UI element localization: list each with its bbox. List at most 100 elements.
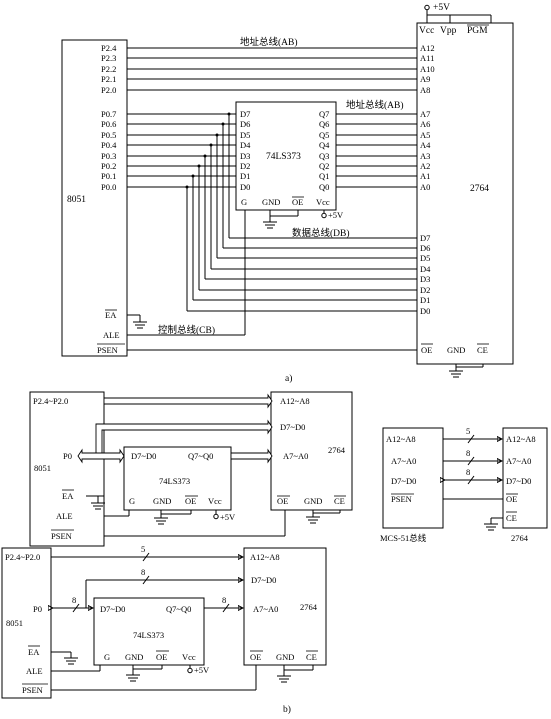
bus-left-d: D7~D0 bbox=[391, 476, 416, 486]
bus-width-d: 8 bbox=[466, 467, 470, 477]
p2-label-3: P2.1 bbox=[101, 74, 116, 84]
chip-74ls373-b2 bbox=[93, 597, 205, 666]
latch-g-a: G bbox=[241, 197, 247, 207]
caption-a: a) bbox=[285, 373, 292, 384]
chip-2764-b1-name: 2764 bbox=[328, 445, 346, 455]
p0-label-5: P0.2 bbox=[101, 161, 116, 171]
a-high-4: A8 bbox=[420, 85, 430, 95]
latch-g-b1: G bbox=[129, 496, 135, 506]
latch-q-2: Q5 bbox=[319, 130, 329, 140]
bus-right-ce: CE bbox=[506, 513, 517, 523]
eprom-ce-b1: CE bbox=[334, 496, 345, 506]
eprom-d-b2: D7~D0 bbox=[251, 575, 276, 585]
pin-ea-a: EA bbox=[105, 310, 117, 320]
p2-label-b2: P2.4~P2.0 bbox=[5, 552, 40, 562]
latch-d-4: D3 bbox=[240, 151, 250, 161]
latch-supply-b1: +5V bbox=[220, 512, 236, 522]
p0-lines bbox=[127, 113, 236, 188]
chip-2764-bus bbox=[502, 427, 548, 529]
p0-label-0: P0.7 bbox=[101, 109, 116, 119]
eprom-alow-b1: A7~A0 bbox=[283, 451, 308, 461]
latch-q-1: Q6 bbox=[319, 119, 329, 129]
bus-left-psen: PSEN bbox=[391, 494, 412, 504]
addr-bus-label-mid: 地址总线(AB) bbox=[346, 99, 404, 111]
latch-q-b2: Q7~Q0 bbox=[166, 604, 191, 614]
pin-ale-a: ALE bbox=[103, 330, 120, 340]
eprom-d-1: D6 bbox=[420, 243, 430, 253]
eprom-oe-b2: OE bbox=[250, 652, 261, 662]
p0-label-3: P0.4 bbox=[101, 140, 117, 150]
eprom-alow-b2: A7~A0 bbox=[253, 604, 278, 614]
eprom-d-4: D3 bbox=[420, 274, 430, 284]
bus-right-oe: OE bbox=[506, 494, 517, 504]
latch-supply-a: +5V bbox=[328, 210, 344, 220]
a-low-2: A5 bbox=[420, 130, 430, 140]
width-p0-b2: 8 bbox=[72, 595, 76, 605]
a-high-b1: A12~A8 bbox=[280, 396, 310, 406]
latch-q-b1: Q7~Q0 bbox=[188, 451, 213, 461]
pin-ale-b1: ALE bbox=[56, 511, 73, 521]
pin-ea-b2: EA bbox=[28, 647, 40, 657]
pin-ale-b2: ALE bbox=[26, 666, 43, 676]
eprom-gnd-b2: GND bbox=[276, 652, 294, 662]
chip-8051-a-name: 8051 bbox=[67, 195, 86, 205]
latch-name-b1: 74LS373 bbox=[159, 476, 190, 486]
chip-2764-b1 bbox=[270, 391, 353, 511]
bus-width-alow: 8 bbox=[466, 448, 470, 458]
latch-d-b2: D7~D0 bbox=[100, 604, 125, 614]
latch-g-b2: G bbox=[104, 652, 110, 662]
eprom-d-0: D7 bbox=[420, 233, 430, 243]
eprom-ce-b2: CE bbox=[306, 652, 317, 662]
a-low-3: A4 bbox=[420, 140, 431, 150]
addr-bus-label-top: 地址总线(AB) bbox=[240, 36, 298, 48]
p0-label-b2: P0 bbox=[33, 604, 42, 614]
eprom-gnd-b1: GND bbox=[304, 496, 322, 506]
width-p2-b2: 5 bbox=[141, 544, 145, 554]
a-high-0: A12 bbox=[420, 43, 435, 53]
latch-oe-b2: OE bbox=[156, 652, 167, 662]
a-low-0: A7 bbox=[420, 109, 430, 119]
figure-b2: P2.4~P2.0 8051 P0 5 A12~A8 8 8 D7~D0 8 A… bbox=[1, 544, 327, 715]
chip-8051-b1 bbox=[29, 391, 105, 547]
latch-gnd-b2: GND bbox=[125, 652, 143, 662]
bus-right-d: D7~D0 bbox=[506, 476, 531, 486]
latch-d-0: D7 bbox=[240, 109, 250, 119]
p2-label-2: P2.2 bbox=[101, 64, 116, 74]
data-bus-taps bbox=[185, 112, 417, 312]
latch-vcc-b2: Vcc bbox=[182, 652, 196, 662]
latch-supply-b2: +5V bbox=[194, 665, 210, 675]
latch-d-7: D0 bbox=[240, 182, 250, 192]
supply-2764-a: +5V bbox=[433, 3, 450, 13]
p0-label-6: P0.1 bbox=[101, 171, 116, 181]
chip-8051-b2 bbox=[1, 547, 52, 699]
bus-width-ahigh: 5 bbox=[466, 426, 470, 436]
p0-label-b1: P0 bbox=[63, 451, 72, 461]
latch-name-b2: 74LS373 bbox=[133, 630, 164, 640]
latch-q-6: Q1 bbox=[319, 171, 329, 181]
bus-2764-name: 2764 bbox=[511, 533, 529, 543]
eprom-ce-a: CE bbox=[477, 345, 488, 355]
bus-right-ahigh: A12~A8 bbox=[506, 434, 536, 444]
eprom-oe-a: OE bbox=[421, 345, 432, 355]
chip-8051-a bbox=[61, 39, 128, 357]
latch-q-0: Q7 bbox=[319, 109, 329, 119]
latch-q-4: Q3 bbox=[319, 151, 329, 161]
pin-psen-b2: PSEN bbox=[22, 685, 43, 695]
p0-label-7: P0.0 bbox=[101, 182, 116, 192]
chip-2764-b2 bbox=[243, 547, 327, 666]
latch-q-5: Q2 bbox=[319, 161, 329, 171]
width-data-b2: 8 bbox=[141, 567, 145, 577]
latch-d-3: D4 bbox=[240, 140, 251, 150]
pin-psen-a: PSEN bbox=[97, 345, 118, 355]
a-high-2: A10 bbox=[420, 64, 435, 74]
eprom-d-7: D0 bbox=[420, 306, 430, 316]
figure-bus: A12~A8 A7~A0 D7~D0 PSEN 5 8 8 A12~A8 A7~… bbox=[380, 426, 548, 543]
a-high-1: A11 bbox=[420, 53, 434, 63]
latch-q-3: Q4 bbox=[319, 140, 330, 150]
latch-gnd-a: GND bbox=[262, 197, 280, 207]
eprom-d-2: D5 bbox=[420, 253, 430, 263]
eprom-d-3: D4 bbox=[420, 264, 431, 274]
pin-pgm-2764-a: PGM bbox=[467, 26, 488, 36]
p2-label-0: P2.4 bbox=[101, 43, 117, 53]
